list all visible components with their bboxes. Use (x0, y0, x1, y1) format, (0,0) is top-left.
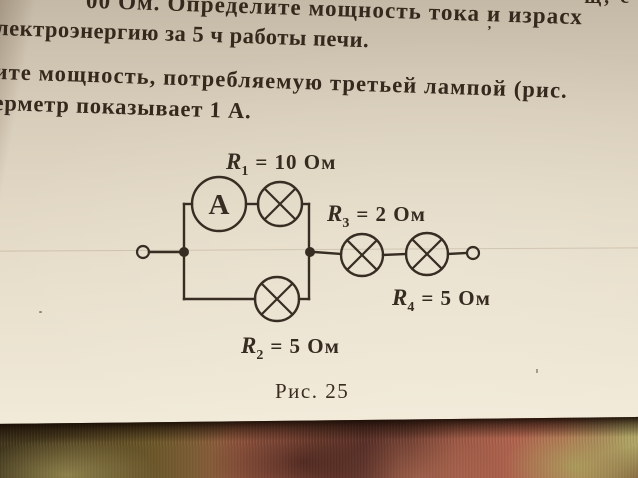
wire (446, 251, 468, 256)
paper-speck (536, 369, 538, 373)
label-r1: R1 = 10 Ом (226, 149, 336, 180)
label-r4: R4 = 5 Ом (392, 285, 491, 316)
r1-value: = 10 Ом (255, 150, 337, 174)
r2-symbol: R (241, 333, 257, 358)
lamp-1-icon (256, 180, 304, 228)
clipped-line-fragment: щ, с (584, 0, 632, 9)
lamp-2-icon (253, 275, 301, 323)
stray-mark: ʼ (487, 24, 492, 39)
junction-dot-right (305, 247, 315, 257)
tablecloth-fabric (0, 416, 638, 478)
r2-value: = 5 Ом (270, 334, 340, 358)
paper-speck (39, 311, 42, 313)
terminal-left-icon (135, 244, 151, 260)
r1-subscript: 1 (241, 164, 249, 179)
r4-value: = 5 Ом (421, 286, 491, 310)
label-r2: R2 = 5 Ом (241, 333, 340, 364)
r4-symbol: R (392, 285, 408, 310)
label-r3: R3 = 2 Ом (327, 201, 426, 232)
r3-symbol: R (327, 201, 343, 226)
r3-value: = 2 Ом (356, 202, 426, 226)
terminal-right-icon (465, 245, 481, 261)
lamp-4-icon (404, 231, 450, 277)
figure-caption: Рис. 25 (275, 379, 350, 403)
wire (381, 252, 408, 257)
r3-subscript: 3 (342, 216, 350, 231)
r2-subscript: 2 (256, 348, 264, 363)
lamp-3-icon (339, 232, 385, 278)
r4-subscript: 4 (407, 300, 415, 315)
ammeter-letter: A (209, 189, 230, 221)
wire (312, 250, 343, 256)
r1-symbol: R (226, 149, 242, 174)
